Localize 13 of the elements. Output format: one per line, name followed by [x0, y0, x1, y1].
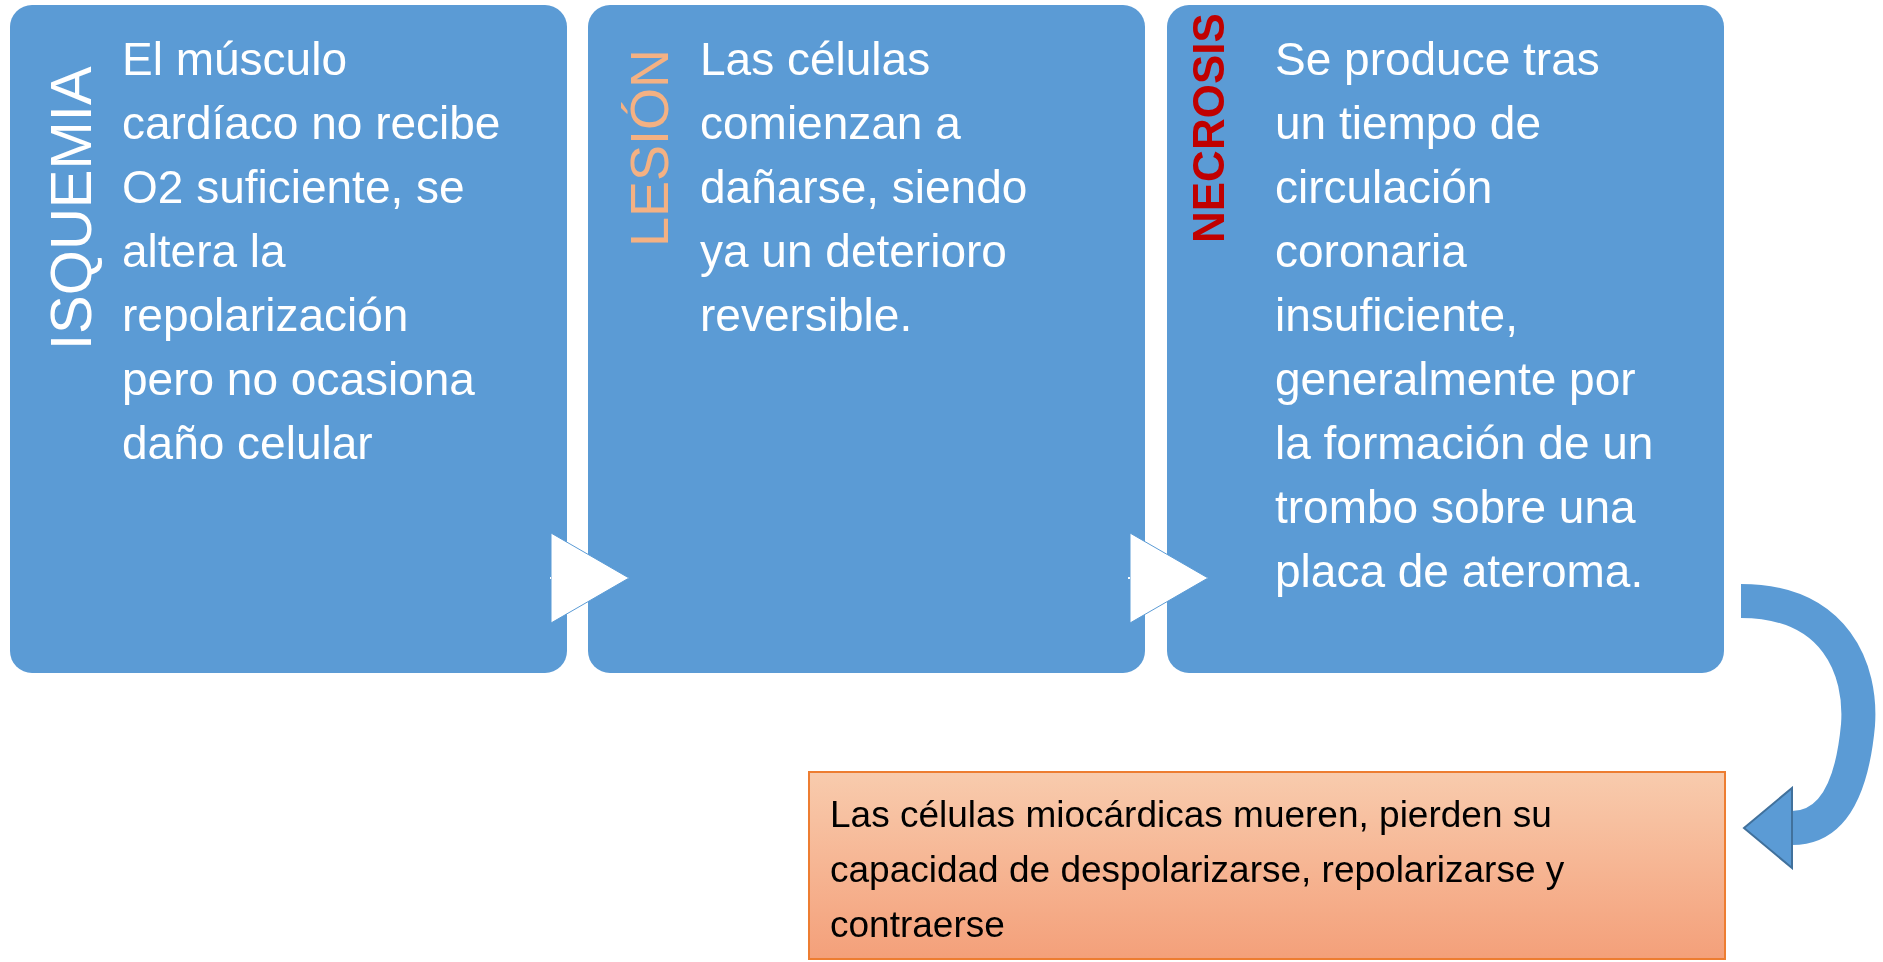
description-text: Las células miocárdicas mueren, pierden su capacidad de despolarizarse, repolarizarse y contraerse — [830, 793, 1566, 947]
stage-title: LESIÓN — [622, 48, 676, 247]
description-text: Las células comienzan a dañarse, siendo ya un deterioro reversible. — [700, 32, 1029, 343]
chevron-arrow — [549, 532, 630, 624]
description-text: El músculo cardíaco no recibe O2 suficiente, se altera la repolarización pero no ocasiona daño celular — [122, 32, 502, 471]
result-box — [808, 771, 1726, 960]
stage-box — [1167, 5, 1724, 673]
stage-box — [588, 5, 1145, 673]
stage-title: NECROSIS — [1187, 13, 1231, 243]
stage-title: ISQUEMIA — [42, 66, 100, 350]
description-text: Se produce tras un tiempo de circulación coronaria insuficiente, generalmente por la formación de un trombo sobre una placa de ateroma. — [1275, 32, 1655, 599]
chevron-arrow — [1127, 532, 1209, 624]
stage-box — [10, 5, 567, 673]
